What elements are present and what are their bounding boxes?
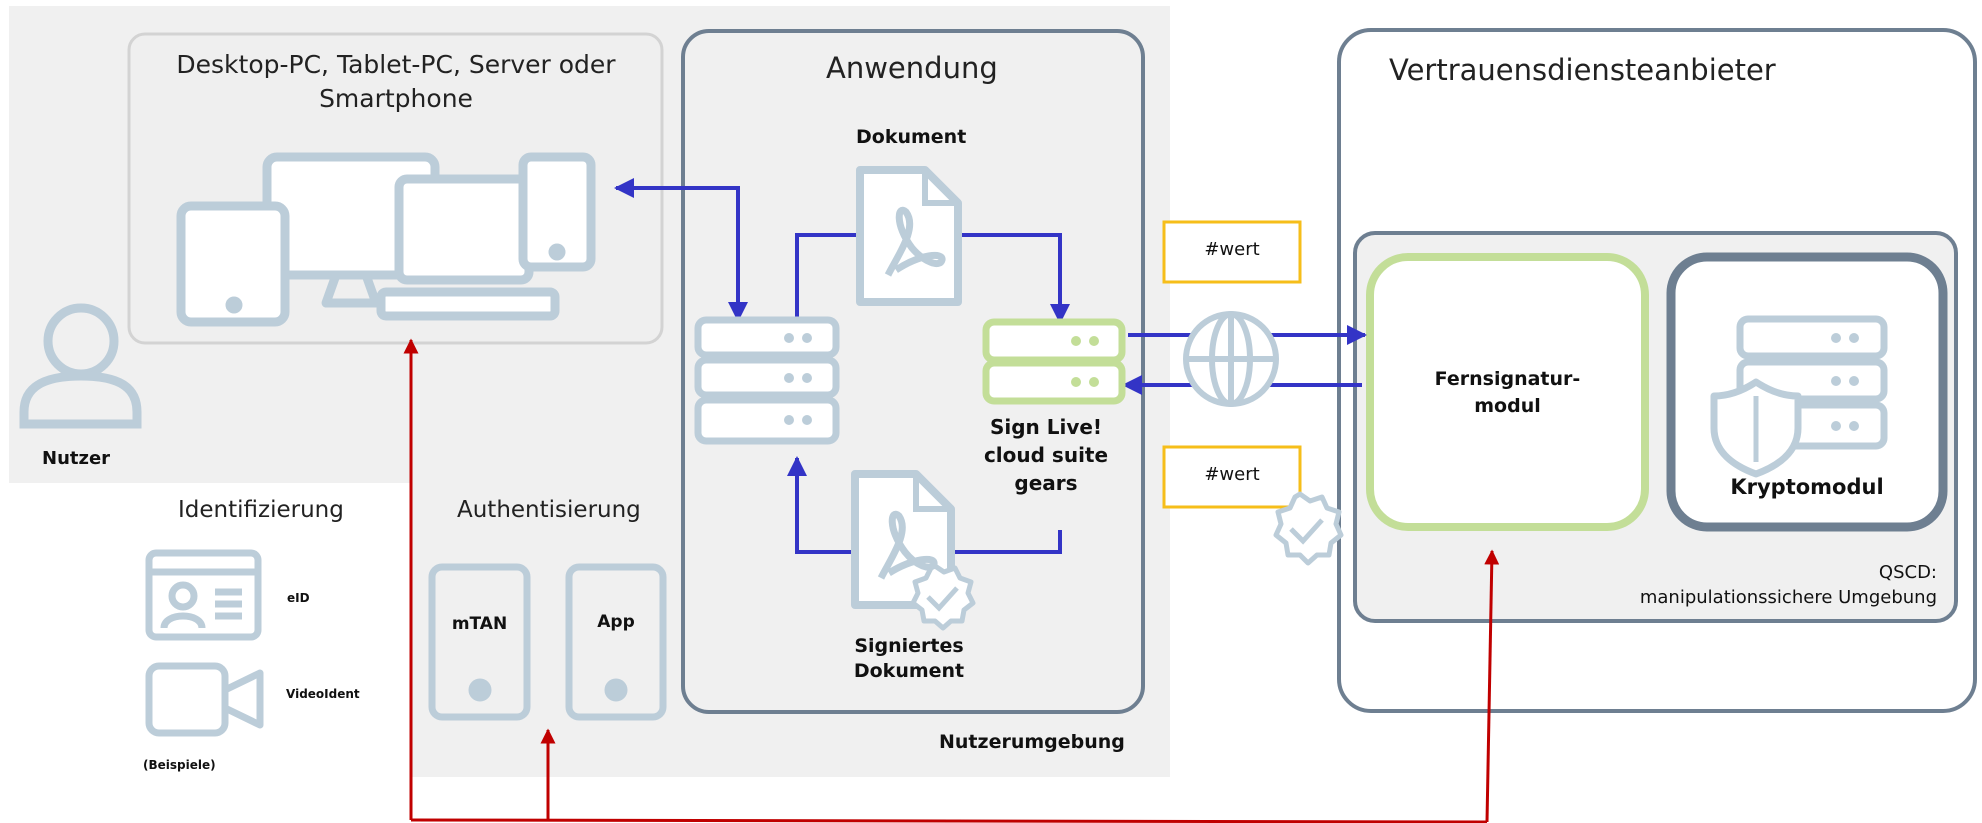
- devices-icon: [176, 152, 596, 327]
- examples-note: (Beispiele): [143, 758, 216, 772]
- user-environment-label: Nutzerumgebung: [939, 731, 1125, 753]
- id-card-icon: [145, 549, 262, 641]
- document-label: Dokument: [856, 126, 967, 148]
- hash-box-bottom: [1162, 445, 1302, 509]
- sign-live-label: Sign Live! cloud suite gears: [983, 415, 1109, 495]
- identification-item-eid: eID: [287, 591, 310, 605]
- red-arrows: [403, 338, 1500, 823]
- video-camera-icon: [145, 662, 264, 737]
- authentication-title: Authentisierung: [457, 497, 641, 523]
- remote-signature-module-label: Fernsignatur- modul: [1434, 368, 1581, 417]
- identification-item-videoident: VideoIdent: [286, 687, 360, 701]
- phone-icon-app: [565, 563, 667, 721]
- signed-pdf-icon: [851, 470, 976, 631]
- identification-title: Identifizierung: [178, 497, 344, 523]
- user-label: Nutzer: [42, 448, 111, 469]
- hash-value-top: #wert: [1204, 239, 1260, 260]
- qscd-label-line2: manipulationssichere Umgebung: [1639, 587, 1937, 608]
- user-icon: [19, 303, 142, 429]
- qscd-label-line1: QSCD:: [1878, 562, 1937, 583]
- server-icon-application: [694, 316, 840, 445]
- trust-provider-title: Vertrauensdiensteanbieter: [1389, 53, 1776, 87]
- application-title: Anwendung: [826, 51, 998, 85]
- checkmark-seal-icon: [1273, 491, 1344, 566]
- phone-icon-mtan: [428, 563, 531, 721]
- shield-icon: [1710, 378, 1802, 478]
- hash-box-top: [1162, 220, 1302, 284]
- pdf-document-icon: [856, 166, 962, 306]
- server-icon-sign-live: [982, 318, 1126, 405]
- auth-item-app: App: [597, 612, 635, 632]
- signed-document-label: Signiertes Dokument: [853, 635, 965, 682]
- crypto-module-label: Kryptomodul: [1730, 475, 1884, 499]
- auth-item-mtan: mTAN: [451, 614, 508, 634]
- remote-signature-module-box: [1366, 253, 1649, 531]
- globe-icon: [1183, 311, 1279, 407]
- hash-value-bottom: #wert: [1204, 464, 1260, 485]
- devices-title: Desktop-PC, Tablet-PC, Server oder Smart…: [176, 50, 616, 113]
